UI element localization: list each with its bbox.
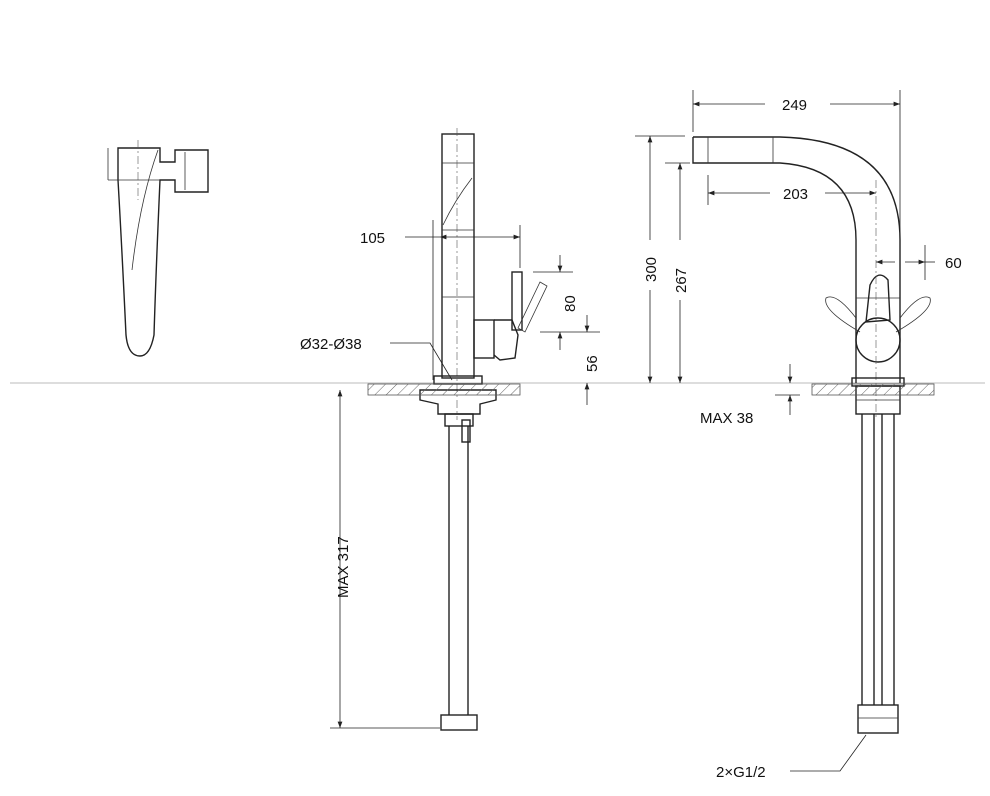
dim-total-reach: 249 [782, 97, 807, 114]
dim-outlet-height: 267 [673, 268, 690, 293]
dim-spout-reach: 105 [360, 230, 385, 247]
dim-handle-offset: 60 [945, 255, 962, 272]
dim-lever-height: 80 [562, 295, 579, 312]
faucet-front-view [367, 128, 548, 731]
counter-section-left [367, 383, 521, 396]
dim-max-counter-thickness: MAX 38 [700, 410, 753, 427]
dim-hole-diameter: Ø32-Ø38 [300, 336, 362, 353]
dim-total-height: 300 [643, 257, 660, 282]
dim-lever-axis-height: 56 [584, 355, 601, 372]
faucet-side-view [692, 136, 935, 734]
counter-section-right [811, 383, 935, 396]
dim-max-hose-length: MAX 317 [335, 536, 352, 598]
dim-connection: 2×G1/2 [716, 764, 766, 781]
faucet-side-view-small [107, 140, 209, 357]
dim-outlet-reach: 203 [783, 186, 808, 203]
